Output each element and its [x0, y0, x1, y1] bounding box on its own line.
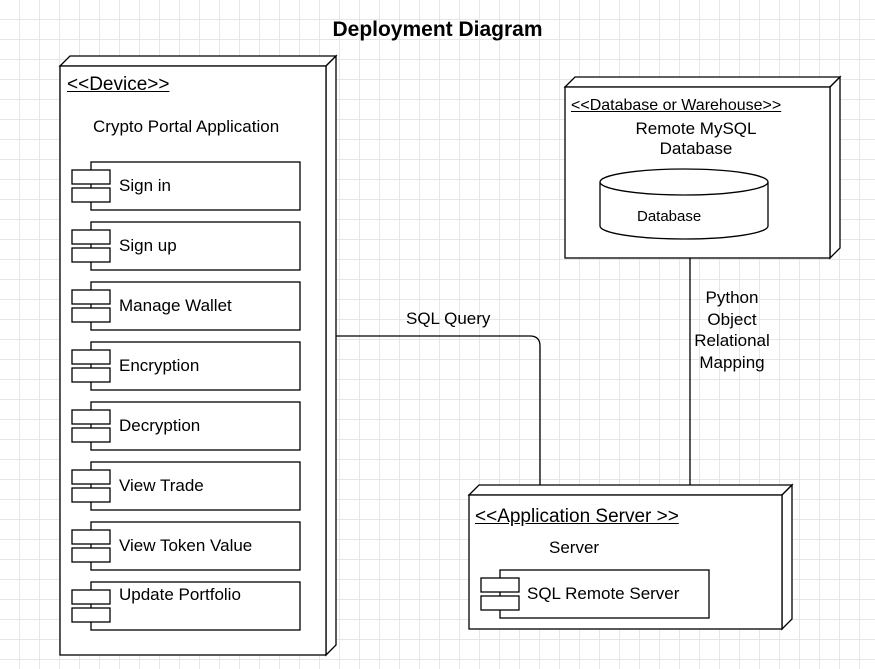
sql-query-label: SQL Query: [406, 309, 491, 328]
component-update-portfolio[interactable]: [71, 581, 301, 631]
component-encryption[interactable]: [71, 341, 301, 391]
sql-query-connector[interactable]: [336, 335, 541, 485]
component-label-view-token-value: View Token Value: [119, 536, 253, 555]
component-label-view-trade: View Trade: [119, 476, 204, 495]
component-label-manage-wallet: Manage Wallet: [119, 296, 232, 315]
orm-label-line4: Mapping: [699, 353, 765, 372]
diagram-title: Deployment Diagram: [332, 18, 543, 41]
database-name-line2: Database: [659, 139, 733, 158]
component-sql-remote-server[interactable]: [480, 569, 710, 619]
component-manage-wallet[interactable]: [71, 281, 301, 331]
component-sign-up[interactable]: [71, 221, 301, 271]
database-cylinder[interactable]: [599, 168, 769, 240]
component-label-decryption: Decryption: [119, 416, 201, 435]
sql-remote-server-label: SQL Remote Server: [527, 584, 680, 603]
orm-label-line1: Python: [705, 288, 759, 307]
device-name: Crypto Portal Application: [93, 117, 280, 136]
database-name-line1: Remote MySQL: [635, 119, 757, 138]
component-view-token-value[interactable]: [71, 521, 301, 571]
orm-label-line2: Object: [707, 310, 757, 329]
database-stereotype: <<Database or Warehouse>>: [571, 97, 782, 114]
orm-label-line3: Relational: [694, 331, 770, 350]
app-server-name: Server: [549, 538, 600, 557]
app-server-stereotype: <<Application Server >>: [475, 506, 679, 527]
component-label-sign-up: Sign up: [119, 236, 177, 255]
component-view-trade[interactable]: [71, 461, 301, 511]
component-sign-in[interactable]: [71, 161, 301, 211]
component-decryption[interactable]: [71, 401, 301, 451]
component-label-encryption: Encryption: [119, 356, 200, 375]
device-stereotype: <<Device>>: [67, 74, 170, 95]
database-cylinder-label: Database: [637, 208, 702, 225]
component-label-update-portfolio: Update Portfolio: [119, 585, 241, 604]
component-label-sign-in: Sign in: [119, 176, 171, 195]
